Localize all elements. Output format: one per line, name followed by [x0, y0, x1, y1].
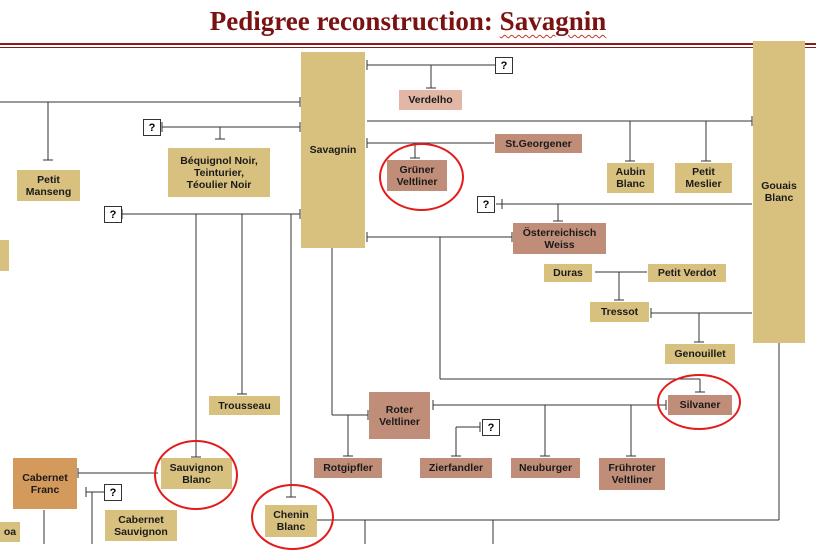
node-edge-bar — [0, 240, 9, 271]
unknown-parent-marker: ? — [482, 419, 500, 436]
unknown-parent-marker: ? — [477, 196, 495, 213]
unknown-parent-marker: ? — [495, 57, 513, 74]
unknown-parent-marker: ? — [104, 206, 122, 223]
node-petit-meslier: Petit Meslier — [675, 163, 732, 193]
node-bequignol-noir: Béquignol Noir, Teinturier, Téoulier Noi… — [168, 148, 270, 197]
node-cabernet-sauvignon: Cabernet Sauvignon — [105, 510, 177, 541]
highlight-circle-silvaner — [657, 374, 741, 430]
node-neuburger: Neuburger — [511, 458, 580, 478]
node-gouais-blanc: Gouais Blanc — [753, 41, 805, 343]
highlight-circle-sauvignon — [154, 440, 238, 510]
highlight-circle-gruner — [379, 143, 464, 211]
node-rotgipfler: Rotgipfler — [314, 458, 382, 478]
node-duras: Duras — [544, 264, 592, 282]
node-trousseau: Trousseau — [209, 396, 280, 415]
title-rule-bottom — [0, 47, 816, 48]
node-petit-manseng: Petit Manseng — [17, 170, 80, 201]
title-prefix: Pedigree reconstruction: — [209, 6, 500, 36]
node-aubin-blanc: Aubin Blanc — [607, 163, 654, 193]
node-cabernet-franc: Cabernet Franc — [13, 458, 77, 509]
node-roter-veltliner: Roter Veltliner — [369, 392, 430, 439]
unknown-parent-marker: ? — [143, 119, 161, 136]
node-st-georgener: St.Georgener — [495, 134, 582, 153]
node-tressot: Tressot — [590, 302, 649, 322]
node-osterreichisch-weiss: Österreichisch Weiss — [513, 223, 606, 254]
highlight-circle-chenin — [251, 484, 334, 550]
node-petit-verdot: Petit Verdot — [648, 264, 726, 282]
node-zierfandler: Zierfandler — [420, 458, 492, 478]
node-edge-partial: oa — [0, 522, 20, 542]
unknown-parent-marker: ? — [104, 484, 122, 501]
node-verdelho: Verdelho — [399, 90, 462, 110]
node-fruhroter-veltliner: Frühroter Veltliner — [599, 458, 665, 490]
title-rule-top — [0, 43, 816, 45]
node-savagnin: Savagnin — [301, 52, 365, 248]
title-name: Savagnin — [499, 6, 607, 36]
page-title: Pedigree reconstruction: Savagnin — [0, 6, 816, 37]
node-genouillet: Genouillet — [665, 344, 735, 364]
